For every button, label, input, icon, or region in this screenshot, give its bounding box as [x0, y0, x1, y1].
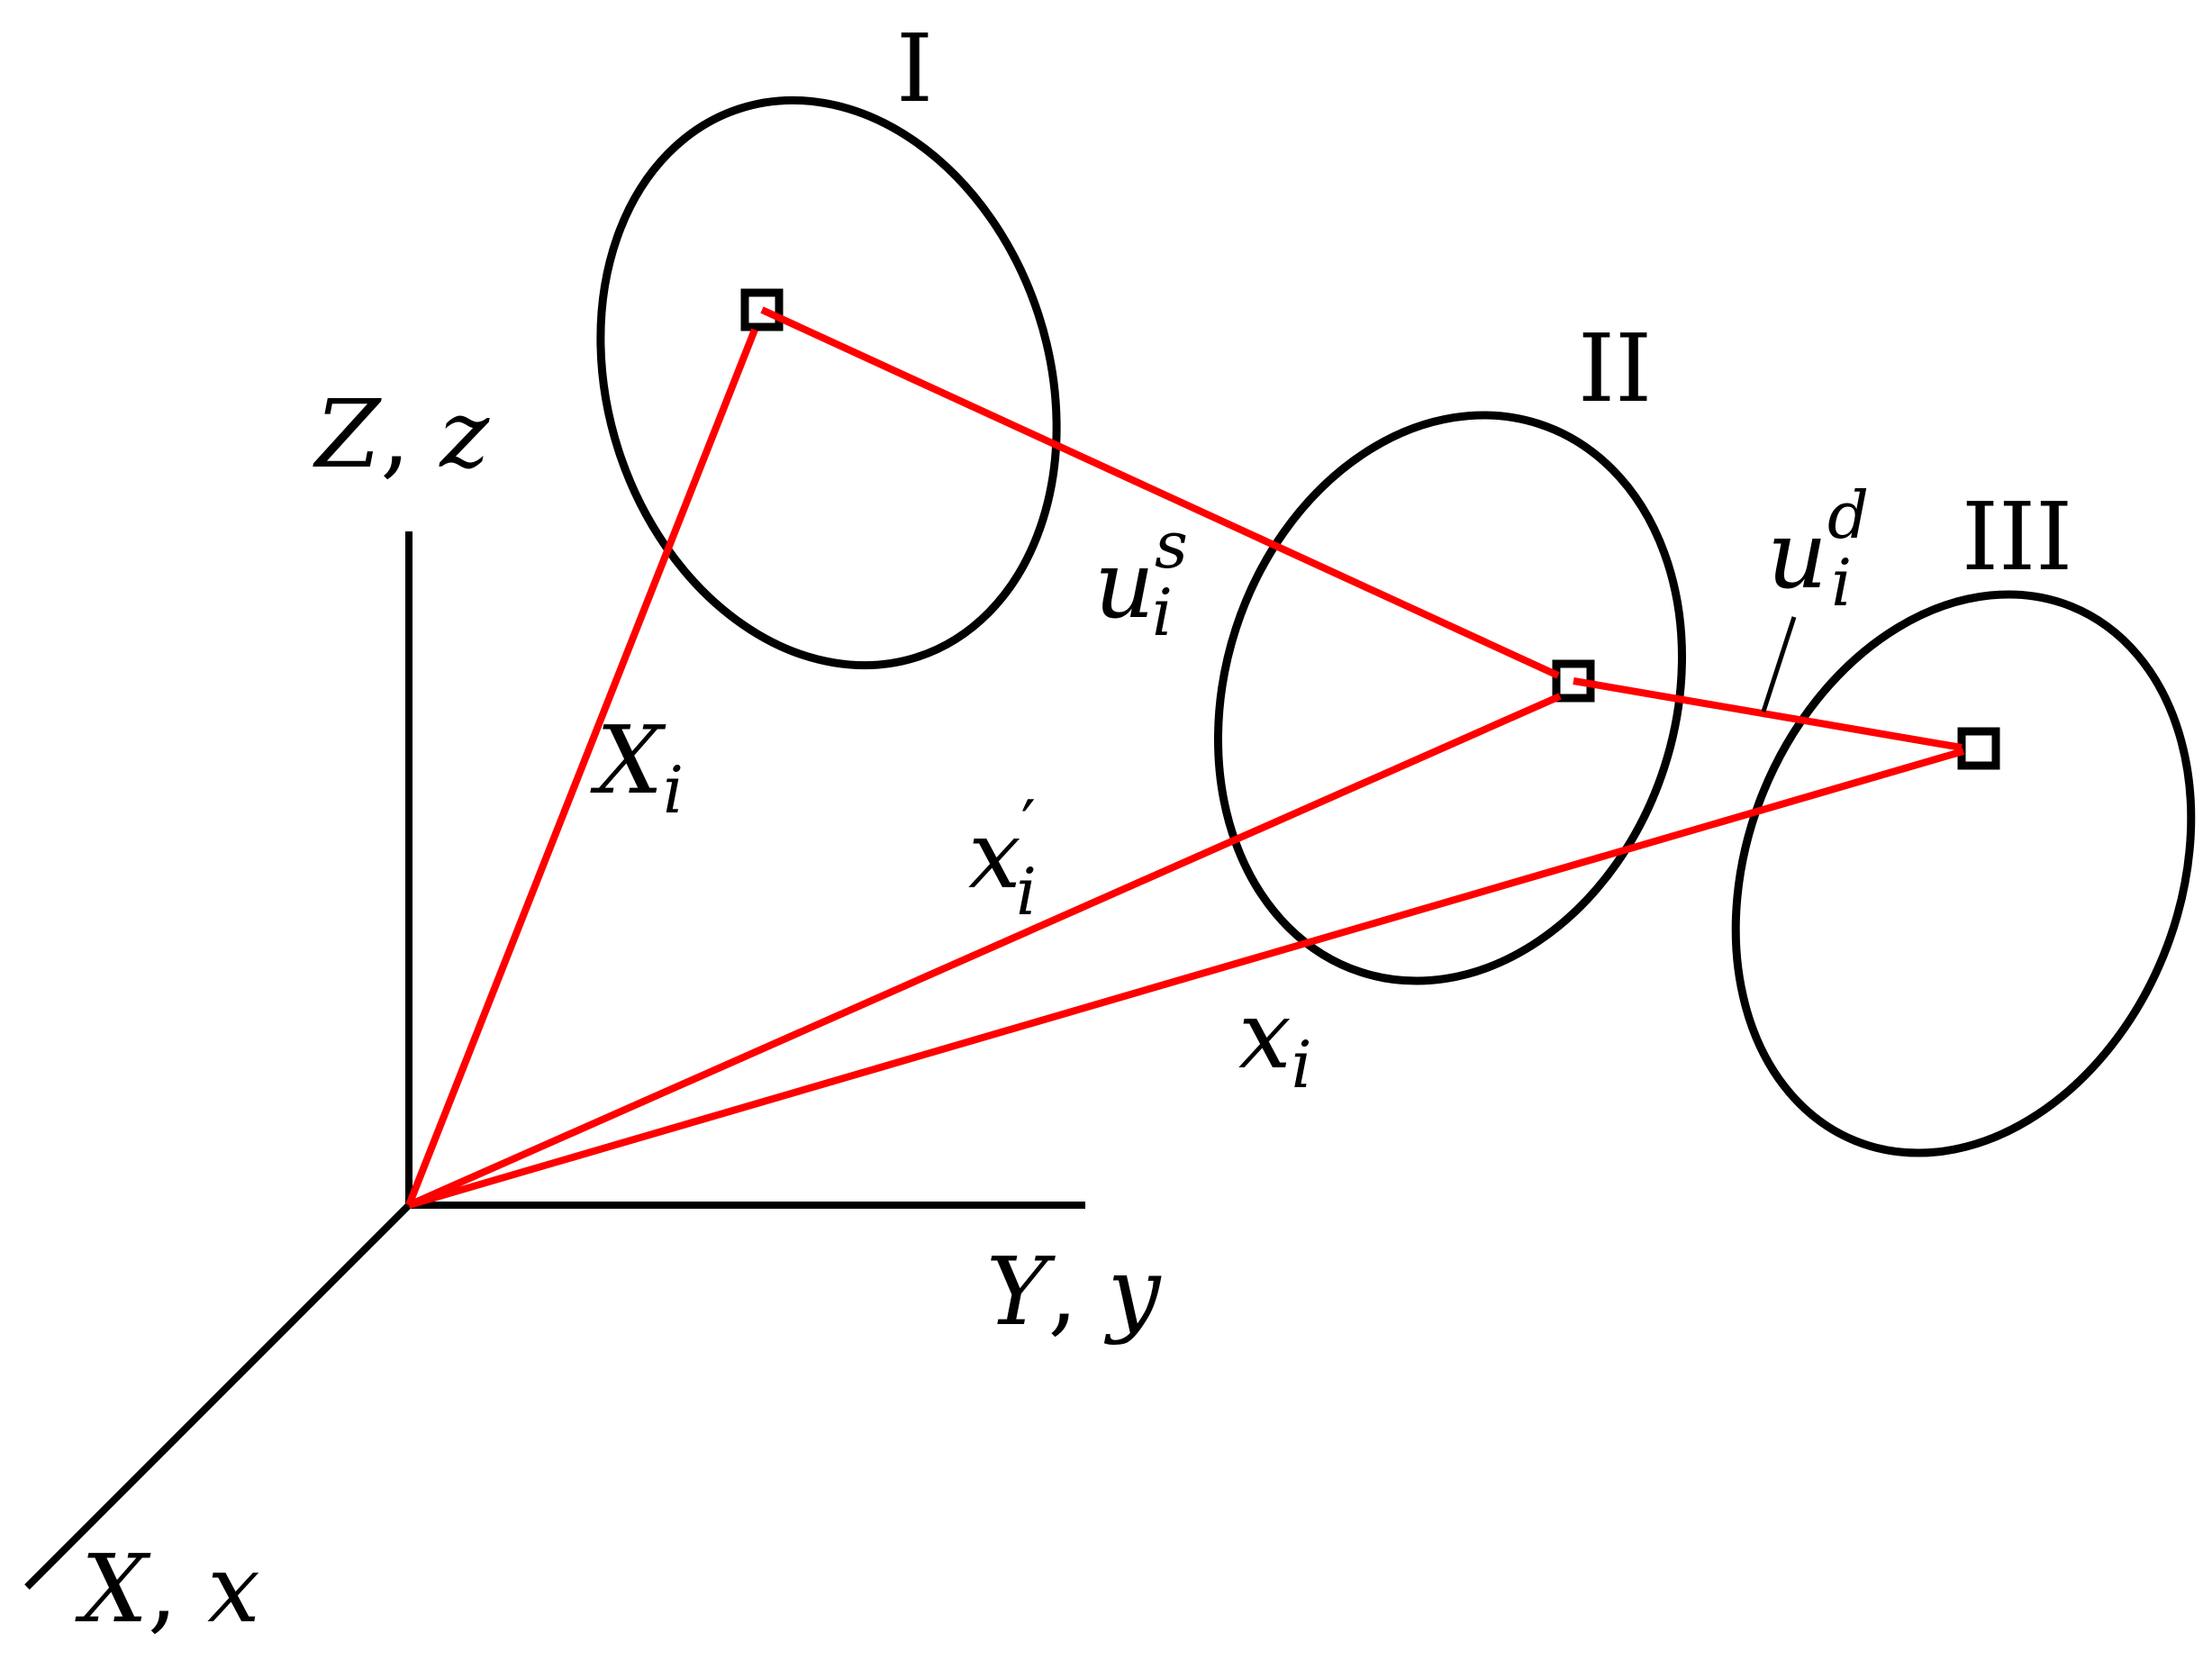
vector-u-d-i: [1573, 677, 1963, 751]
label-vector-X-i: Xi: [590, 705, 684, 828]
vector-u-s-i: [760, 306, 1560, 679]
u-d-leader-line: [1761, 616, 1797, 712]
x-axis: [24, 1202, 412, 1590]
axis-label-z: Z, z: [313, 379, 490, 489]
point-marker-III: [1957, 727, 2000, 770]
label-vector-x-prime-i: x′i: [968, 786, 1037, 930]
vector-x-prime-i: [407, 693, 1562, 1209]
label-configuration-II: II: [1578, 313, 1652, 423]
axis-label-y: Y, y: [986, 1237, 1162, 1347]
body-configuration-III: [1731, 590, 2196, 1157]
point-marker-I: [740, 288, 784, 331]
axis-label-x: X, x: [75, 1534, 260, 1644]
label-vector-x-i: xi: [1238, 980, 1312, 1102]
body-configuration-II: [1213, 411, 1687, 985]
vector-x-i: [407, 748, 1965, 1209]
vector-X-i: [405, 328, 758, 1207]
body-outlines: [596, 95, 2196, 1157]
label-configuration-I: I: [896, 14, 933, 123]
position-vectors: [405, 306, 1965, 1209]
coordinate-axes: [24, 531, 1086, 1590]
point-markers: [740, 288, 2000, 770]
body-configuration-I: [596, 95, 1061, 670]
label-configuration-III: III: [1962, 482, 2072, 592]
